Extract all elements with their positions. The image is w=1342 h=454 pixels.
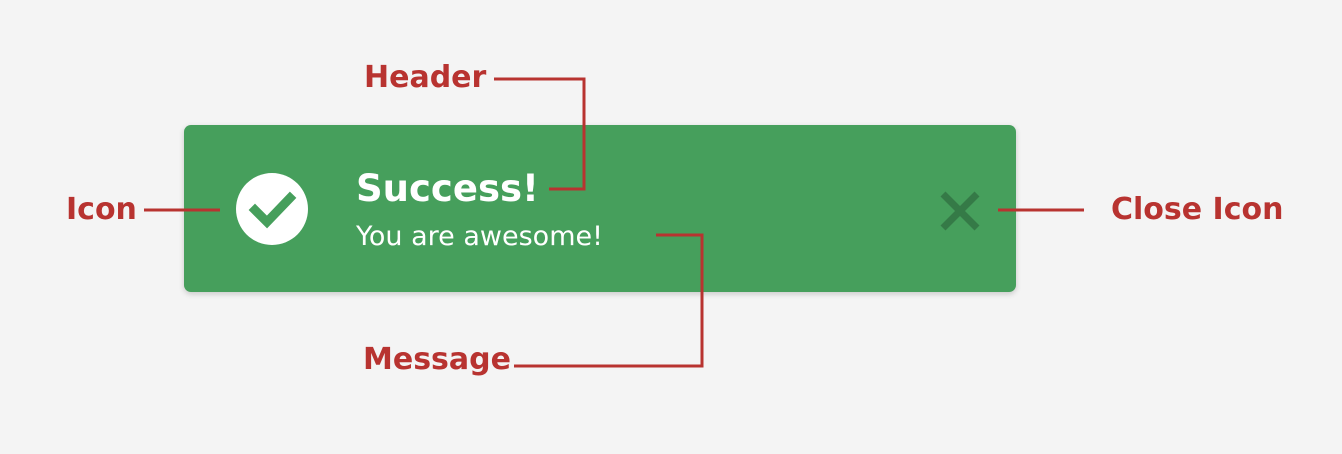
check-circle-icon [236, 173, 308, 245]
success-toast: Success! You are awesome! [184, 125, 1016, 292]
close-button[interactable] [938, 189, 982, 233]
message-callout-label: Message [363, 342, 511, 377]
header-callout-label: Header [364, 60, 487, 95]
icon-callout-label: Icon [66, 192, 137, 227]
close-icon [940, 191, 980, 231]
toast-header: Success! [356, 167, 539, 210]
close-icon-callout-label: Close Icon [1111, 192, 1284, 227]
toast-message: You are awesome! [356, 221, 603, 252]
